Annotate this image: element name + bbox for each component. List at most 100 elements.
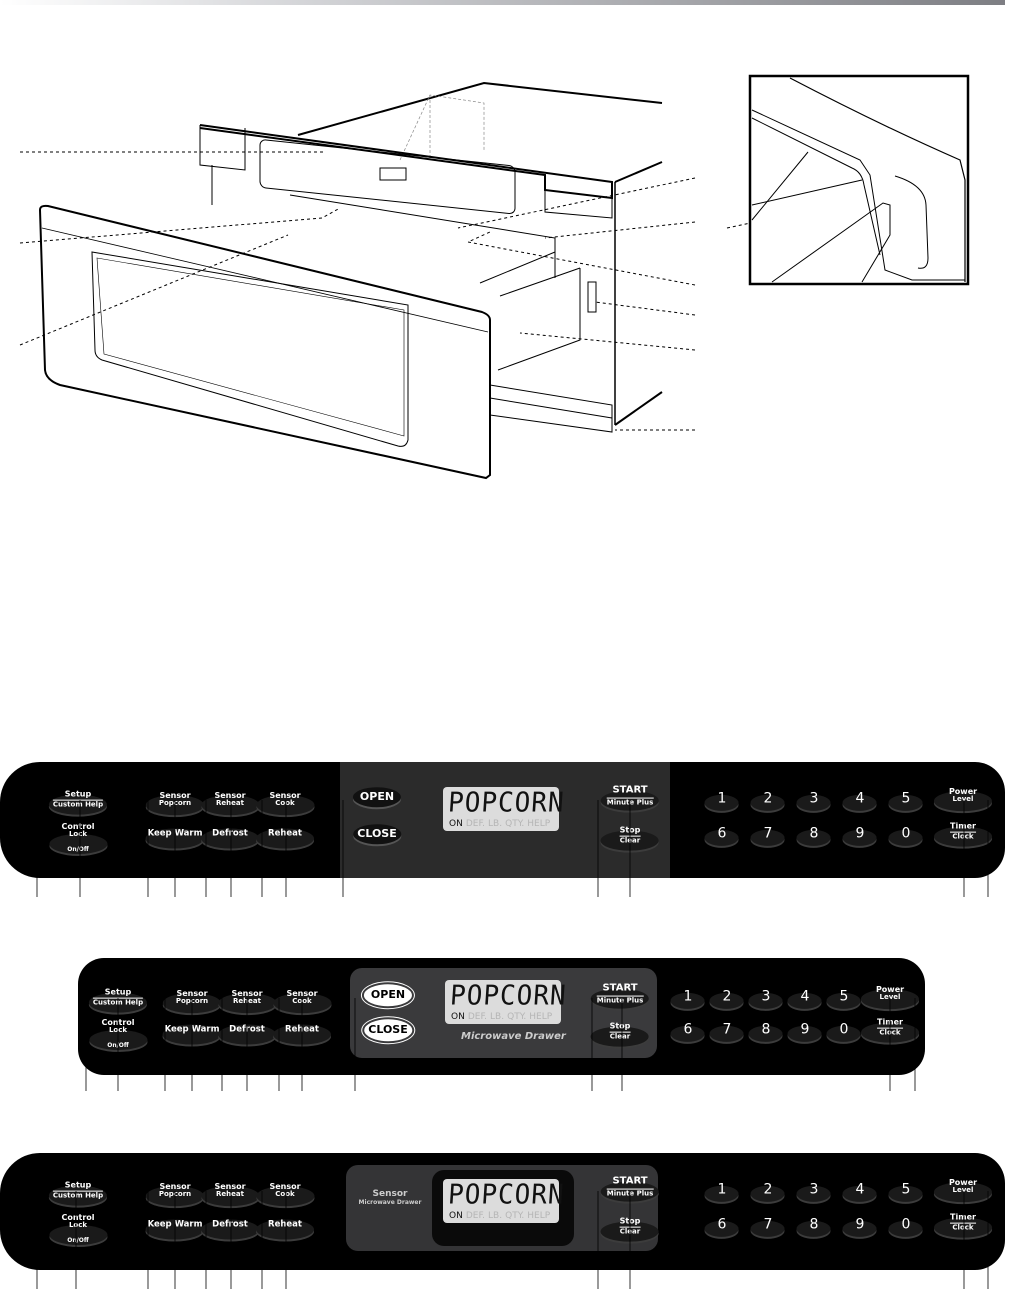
number-key-2[interactable]: 2	[750, 1182, 785, 1202]
close-button-label: CLOSE	[368, 1023, 408, 1037]
sensor-cook-button-label-bottom: Cook	[275, 799, 295, 808]
number-key-7[interactable]: 7	[709, 1022, 744, 1042]
indicator-on: ON	[451, 1012, 465, 1022]
number-key-8[interactable]: 8	[748, 1022, 783, 1042]
close-button-label: CLOSE	[357, 827, 397, 841]
control-lock-button-note: On/Off	[67, 1236, 89, 1244]
defrost-button-label: Defrost	[212, 828, 248, 839]
open-button[interactable]: OPEN	[363, 983, 412, 1006]
number-key-1[interactable]: 1	[704, 791, 739, 811]
keep-warm-button[interactable]: Keep Warm	[146, 1219, 204, 1240]
number-key-8[interactable]: 8	[796, 825, 831, 846]
number-key-3[interactable]: 3	[748, 988, 783, 1009]
close-button[interactable]: CLOSE	[352, 823, 401, 844]
number-key-label: 5	[901, 1181, 911, 1198]
display-text: POPCORN	[448, 980, 568, 1012]
number-key-4[interactable]: 4	[842, 790, 877, 811]
drawer-box	[289, 194, 613, 433]
number-key-0[interactable]: 0	[888, 1217, 923, 1237]
number-key-label: 5	[839, 988, 849, 1005]
reheat-button-label: Reheat	[268, 828, 302, 839]
power-level-button-label-top: Power	[948, 787, 978, 797]
indicator-on: ON	[449, 819, 463, 829]
number-key-9[interactable]: 9	[787, 1022, 822, 1042]
number-key-7[interactable]: 7	[750, 826, 785, 846]
number-key-1[interactable]: 1	[704, 1182, 739, 1202]
power-level-button-label-bottom: Level	[879, 993, 901, 1002]
reheat-button[interactable]: Reheat	[256, 1219, 314, 1240]
control-lock-button-label-bottom: Lock	[68, 1221, 88, 1230]
keep-warm-button[interactable]: Keep Warm	[146, 828, 204, 849]
number-key-label: 8	[809, 825, 819, 842]
number-key-8[interactable]: 8	[796, 1217, 831, 1237]
number-key-6[interactable]: 6	[670, 1022, 705, 1042]
number-key-4[interactable]: 4	[787, 989, 822, 1009]
setup-button-label-top: Setup	[52, 790, 104, 802]
number-key-3[interactable]: 3	[796, 791, 831, 811]
open-button[interactable]: OPEN	[352, 786, 401, 807]
number-key-3[interactable]: 3	[796, 1182, 831, 1202]
number-key-6[interactable]: 6	[704, 826, 739, 846]
stop-clear-button-label-bottom: Clear	[619, 1228, 641, 1237]
number-key-6[interactable]: 6	[704, 1217, 739, 1237]
number-key-5[interactable]: 5	[888, 1181, 923, 1202]
number-key-1[interactable]: 1	[670, 989, 705, 1009]
number-key-9[interactable]: 9	[842, 826, 877, 846]
reheat-button[interactable]: Reheat	[273, 1024, 331, 1045]
number-key-2[interactable]: 2	[709, 989, 744, 1009]
indicator-def: DEF.	[465, 1211, 486, 1221]
defrost-button[interactable]: Defrost	[201, 1219, 259, 1240]
defrost-button[interactable]: Defrost	[218, 1024, 276, 1045]
number-key-5[interactable]: 5	[826, 988, 861, 1009]
number-key-2[interactable]: 2	[750, 791, 785, 811]
start-button-label-bottom: Minute Plus	[596, 996, 644, 1005]
close-button[interactable]: CLOSE	[363, 1018, 412, 1041]
number-key-label: 3	[761, 988, 771, 1005]
number-key-0[interactable]: 0	[826, 1022, 861, 1042]
start-button-label-bottom: Minute Plus	[606, 1189, 654, 1198]
number-key-label: 4	[855, 790, 865, 807]
indicator-help: HELP	[527, 819, 551, 829]
keep-warm-button[interactable]: Keep Warm	[163, 1024, 221, 1045]
setup-button-key	[48, 1185, 107, 1206]
number-key-0[interactable]: 0	[888, 826, 923, 846]
defrost-button[interactable]: Defrost	[201, 828, 259, 849]
number-key-5[interactable]: 5	[888, 791, 923, 811]
display-text: POPCORN	[446, 1179, 566, 1211]
number-key-9[interactable]: 9	[842, 1217, 877, 1237]
drawer-front	[38, 204, 491, 480]
indicator-help: HELP	[527, 1211, 551, 1221]
reheat-button[interactable]: Reheat	[256, 828, 314, 849]
number-key-4[interactable]: 4	[842, 1182, 877, 1202]
number-key-7[interactable]: 7	[750, 1217, 785, 1237]
brand-title: Sensor	[372, 1189, 408, 1199]
